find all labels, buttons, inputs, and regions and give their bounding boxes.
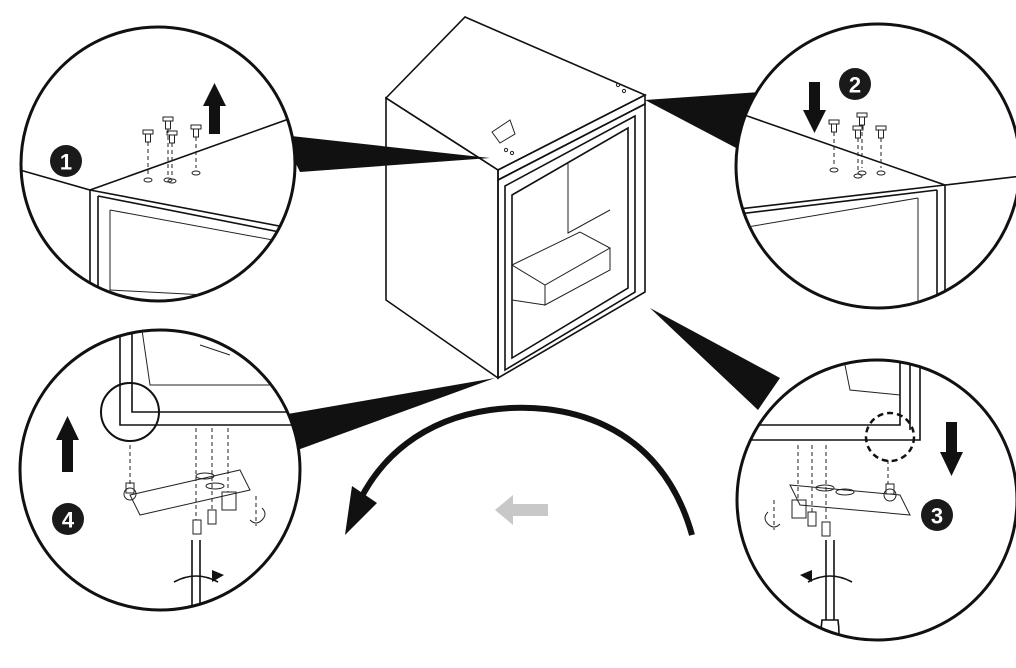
hole-plug-screws (142, 116, 202, 184)
curved-direction-arrow (345, 404, 695, 536)
step-badge-2: 2 (839, 68, 871, 100)
step-number: 3 (931, 504, 943, 529)
callout-pointers (282, 92, 780, 452)
step-number: 1 (60, 150, 72, 175)
arrow-down-icon (803, 82, 826, 133)
callout-step-4: 4 (18, 328, 302, 612)
step-badge-4: 4 (52, 503, 84, 535)
step-badge-1: 1 (50, 145, 82, 177)
hole-plug-screws (828, 112, 887, 179)
arrow-left-icon (495, 495, 548, 525)
fridge-illustration (384, 16, 647, 380)
callout-step-3: 3 (735, 358, 1016, 642)
arrow-up-icon (56, 416, 79, 472)
arrow-down-icon (940, 422, 963, 476)
step-number: 2 (849, 73, 861, 98)
arrow-up-icon (203, 83, 226, 134)
callout-step-1: 1 (19, 25, 297, 303)
callout-step-2: 2 (734, 22, 1016, 310)
step-badge-3: 3 (921, 499, 953, 531)
step-number: 4 (62, 508, 75, 533)
